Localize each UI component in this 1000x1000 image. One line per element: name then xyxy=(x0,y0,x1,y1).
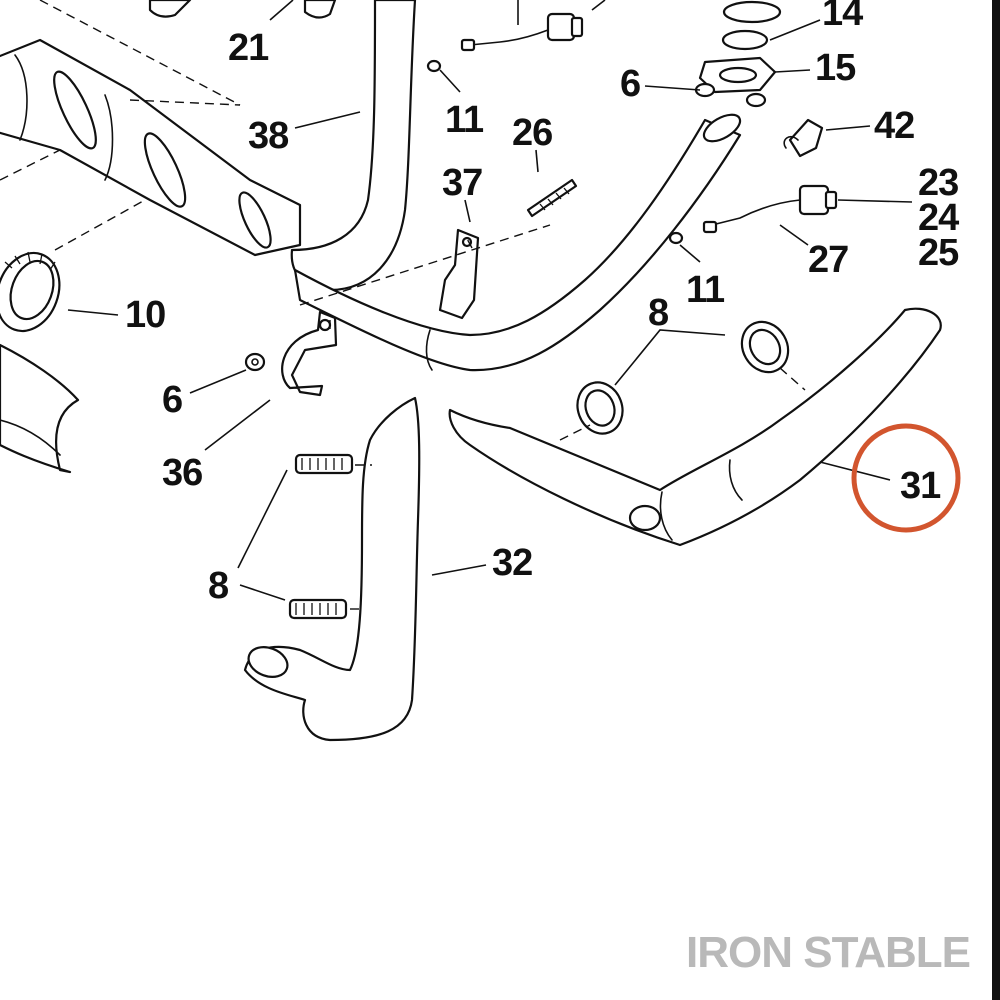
callout-31: 31 xyxy=(900,465,941,507)
callout-21: 21 xyxy=(228,27,269,69)
watermark-text: IRON STABLE xyxy=(686,928,971,977)
callout-37: 37 xyxy=(442,162,482,204)
callout-36: 36 xyxy=(162,452,202,494)
callout-labels: 14 15 21 38 11 26 6 42 23 24 25 37 27 11… xyxy=(125,0,960,607)
callout-10: 10 xyxy=(125,294,165,336)
exhaust-flange-15 xyxy=(698,56,777,94)
heat-shield-32 xyxy=(243,396,421,742)
stud-26 xyxy=(526,178,578,218)
callout-11-lower: 11 xyxy=(686,269,725,311)
rear-muffler-part xyxy=(0,38,302,257)
bracket-37 xyxy=(438,228,480,320)
clamp-8-lower xyxy=(288,453,354,620)
callout-6-lower: 6 xyxy=(162,379,182,421)
callout-25: 25 xyxy=(918,232,959,274)
bracket-36 xyxy=(281,310,338,397)
part-21-bracket xyxy=(148,0,337,19)
callout-27: 27 xyxy=(808,239,848,281)
oxygen-sensor-top xyxy=(460,12,584,52)
callout-38: 38 xyxy=(248,115,288,157)
washer-11-top xyxy=(426,59,442,73)
washer-11-lower xyxy=(668,231,684,245)
front-header-pipe-38 xyxy=(290,0,417,292)
heat-shield-left xyxy=(0,343,80,474)
clamp-8-upper xyxy=(576,320,790,435)
nut-6-top xyxy=(694,82,767,108)
leader-lines xyxy=(67,0,913,601)
callout-32: 32 xyxy=(492,542,532,584)
callout-26: 26 xyxy=(512,112,552,154)
oxygen-sensor-27 xyxy=(702,184,838,234)
nut-6-lower xyxy=(244,352,266,372)
callout-8-lower: 8 xyxy=(208,565,228,607)
clamp-10 xyxy=(0,251,61,333)
exhaust-gasket-14 xyxy=(721,0,782,51)
callout-8-upper: 8 xyxy=(648,292,668,334)
right-border-bar xyxy=(992,0,1000,1000)
crossover-pipe xyxy=(293,113,742,372)
callout-14: 14 xyxy=(822,0,863,34)
callout-42: 42 xyxy=(874,105,914,147)
callout-24: 24 xyxy=(918,197,959,239)
heat-shield-31 xyxy=(448,307,942,547)
callout-23: 23 xyxy=(918,162,958,204)
sensor-42 xyxy=(783,118,824,158)
callout-6-top: 6 xyxy=(620,63,640,105)
assembly-dashed-lines xyxy=(0,0,806,610)
highlight-circle xyxy=(851,423,961,533)
callout-15: 15 xyxy=(815,47,856,89)
callout-11-top: 11 xyxy=(445,99,484,141)
